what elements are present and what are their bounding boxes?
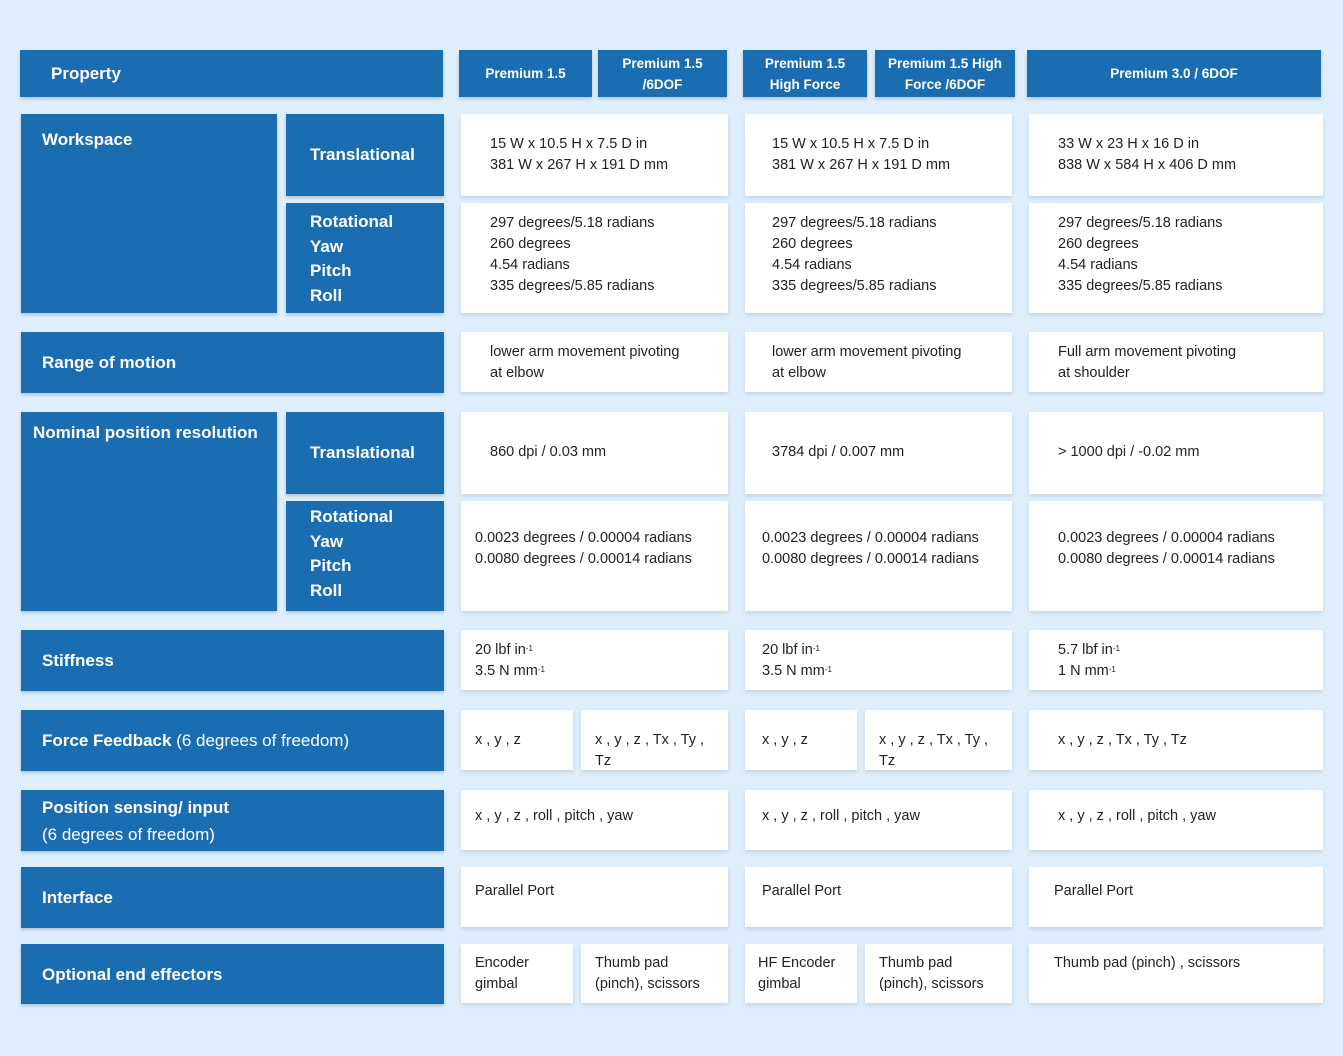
cell-end-effectors-1: Encoder gimbal (461, 944, 573, 1003)
stiffness-value-imperial: 5.7 lbf in (1058, 642, 1113, 658)
cell-stiffness-3: 5.7 lbf in-1 1 N mm-1 (1029, 630, 1323, 690)
cell-range-of-motion-1: lower arm movement pivoting at elbow (461, 332, 728, 392)
cell-force-feedback-5: x , y , z , Tx , Ty , Tz (1029, 710, 1323, 770)
row-label-force-feedback: Force Feedback (6 degrees of freedom) (21, 710, 444, 771)
cell-resolution-translational-3: > 1000 dpi / -0.02 mm (1029, 412, 1323, 494)
force-feedback-label: Force Feedback (42, 731, 172, 750)
cell-range-of-motion-2: lower arm movement pivoting at elbow (745, 332, 1012, 392)
row-label-stiffness: Stiffness (21, 630, 444, 691)
header-col-premium-1-5: Premium 1.5 (459, 50, 592, 97)
stiffness-exponent: -1 (525, 644, 533, 653)
row-label-nominal-position-resolution: Nominal position resolution (21, 412, 277, 611)
sublabel-resolution-rotational: Rotational Yaw Pitch Roll (286, 501, 444, 611)
header-col-premium-1-5-6dof: Premium 1.5 /6DOF (598, 50, 727, 97)
cell-force-feedback-2: x , y , z , Tx , Ty , Tz (581, 710, 728, 770)
cell-position-sensing-1: x , y , z , roll , pitch , yaw (461, 790, 728, 850)
stiffness-exponent: -1 (537, 665, 545, 674)
sublabel-resolution-translational: Translational (286, 412, 444, 494)
cell-force-feedback-1: x , y , z (461, 710, 573, 770)
cell-resolution-rotational-1: 0.0023 degrees / 0.00004 radians 0.0080 … (461, 501, 728, 611)
row-label-interface: Interface (21, 867, 444, 928)
stiffness-exponent: -1 (812, 644, 820, 653)
cell-interface-3: Parallel Port (1029, 867, 1323, 927)
cell-workspace-rotational-3: 297 degrees/5.18 radians 260 degrees 4.5… (1029, 203, 1323, 313)
header-col-premium-3-0-6dof: Premium 3.0 / 6DOF (1027, 50, 1321, 97)
cell-end-effectors-2: Thumb pad (pinch), scissors (581, 944, 728, 1003)
stiffness-exponent: -1 (1112, 644, 1120, 653)
header-col-premium-1-5-high-force: Premium 1.5 High Force (743, 50, 867, 97)
stiffness-exponent: -1 (824, 665, 832, 674)
cell-end-effectors-4: Thumb pad (pinch), scissors (865, 944, 1012, 1003)
stiffness-value-metric: 1 N mm (1058, 663, 1109, 679)
cell-workspace-rotational-2: 297 degrees/5.18 radians 260 degrees 4.5… (745, 203, 1012, 313)
cell-position-sensing-2: x , y , z , roll , pitch , yaw (745, 790, 1012, 850)
cell-workspace-rotational-1: 297 degrees/5.18 radians 260 degrees 4.5… (461, 203, 728, 313)
cell-resolution-translational-2: 3784 dpi / 0.007 mm (745, 412, 1012, 494)
cell-workspace-translational-1: 15 W x 10.5 H x 7.5 D in 381 W x 267 H x… (461, 114, 728, 196)
cell-resolution-translational-1: 860 dpi / 0.03 mm (461, 412, 728, 494)
position-sensing-sublabel: (6 degrees of freedom) (42, 825, 215, 844)
cell-stiffness-1: 20 lbf in-1 3.5 N mm-1 (461, 630, 728, 690)
cell-end-effectors-3: HF Encoder gimbal (745, 944, 857, 1003)
cell-stiffness-2: 20 lbf in-1 3.5 N mm-1 (745, 630, 1012, 690)
cell-resolution-rotational-2: 0.0023 degrees / 0.00004 radians 0.0080 … (745, 501, 1012, 611)
cell-end-effectors-5: Thumb pad (pinch) , scissors (1029, 944, 1323, 1003)
cell-workspace-translational-2: 15 W x 10.5 H x 7.5 D in 381 W x 267 H x… (745, 114, 1012, 196)
cell-resolution-rotational-3: 0.0023 degrees / 0.00004 radians 0.0080 … (1029, 501, 1323, 611)
row-label-workspace: Workspace (21, 114, 277, 313)
cell-force-feedback-3: x , y , z (745, 710, 857, 770)
cell-force-feedback-4: x , y , z , Tx , Ty , Tz (865, 710, 1012, 770)
stiffness-value-imperial: 20 lbf in (475, 642, 526, 658)
position-sensing-label: Position sensing/ input (42, 798, 229, 817)
stiffness-exponent: -1 (1108, 665, 1116, 674)
header-col-premium-1-5-high-force-6dof: Premium 1.5 High Force /6DOF (875, 50, 1015, 97)
stiffness-value-metric: 3.5 N mm (762, 663, 825, 679)
stiffness-value-metric: 3.5 N mm (475, 663, 538, 679)
force-feedback-sublabel: (6 degrees of freedom) (176, 731, 350, 750)
sublabel-workspace-translational: Translational (286, 114, 444, 196)
cell-range-of-motion-3: Full arm movement pivoting at shoulder (1029, 332, 1323, 392)
row-label-position-sensing: Position sensing/ input (6 degrees of fr… (21, 790, 444, 851)
header-property: Property (20, 50, 443, 97)
cell-interface-1: Parallel Port (461, 867, 728, 927)
cell-position-sensing-3: x , y , z , roll , pitch , yaw (1029, 790, 1323, 850)
stiffness-value-imperial: 20 lbf in (762, 642, 813, 658)
cell-interface-2: Parallel Port (745, 867, 1012, 927)
sublabel-workspace-rotational: Rotational Yaw Pitch Roll (286, 203, 444, 313)
row-label-range-of-motion: Range of motion (21, 332, 444, 393)
cell-workspace-translational-3: 33 W x 23 H x 16 D in 838 W x 584 H x 40… (1029, 114, 1323, 196)
row-label-optional-end-effectors: Optional end effectors (21, 944, 444, 1004)
